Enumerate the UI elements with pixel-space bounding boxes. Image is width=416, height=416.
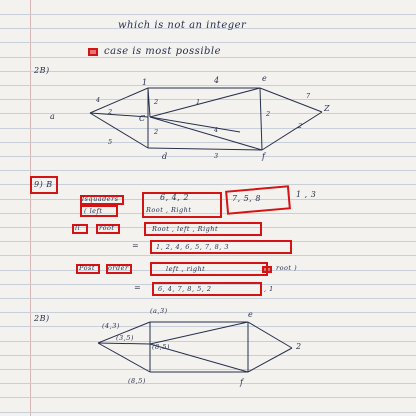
ruled-line [0, 99, 416, 100]
ruled-line [0, 284, 416, 285]
graph1-node-z: Z [324, 104, 331, 113]
note-text: root [99, 224, 115, 232]
redaction-box [88, 48, 98, 56]
graph1-weight: 2 [266, 110, 271, 118]
redaction-box [96, 224, 120, 234]
graph2-label: (8,5) [152, 343, 170, 351]
graph2-label: (8,5) [128, 377, 146, 385]
ruled-line [0, 312, 416, 313]
note-text: 7, 5, 8 [232, 194, 261, 203]
graph1-weight: 5 [108, 138, 113, 146]
ruled-line [0, 383, 416, 384]
ruled-line [0, 341, 416, 342]
ruled-line [0, 28, 416, 29]
equals-sign: = [134, 283, 142, 292]
question-label-2b-bottom: 2B) [34, 314, 50, 323]
graph1-weight: 4 [96, 96, 101, 104]
note-text: order [108, 264, 129, 272]
note-text: lsquaders [82, 195, 119, 203]
redaction-box [106, 264, 132, 274]
margin-line [30, 0, 31, 416]
note-text: 6, 4, 2 [160, 193, 189, 202]
note-text: Root , Right [146, 206, 192, 214]
note-text: root ) [276, 264, 298, 272]
graph1-weight: 4 [214, 126, 219, 134]
graph1-node-1: 1 [142, 78, 148, 87]
graph2-label: (a,3) [150, 307, 168, 315]
equals-sign: = [132, 241, 140, 250]
note-text: ( left [84, 207, 103, 215]
ruled-line [0, 227, 416, 228]
ruled-line [0, 255, 416, 256]
ruled-line [0, 199, 416, 200]
ruled-line [0, 14, 416, 15]
ruled-line [0, 170, 416, 171]
note-line-1: which is not an integer [118, 20, 247, 31]
graph1-weight: 2 [154, 98, 159, 106]
note-text: 1, 2, 4, 6, 5, 7, 8, 3 [156, 243, 230, 251]
graph1-node-c: C [139, 114, 146, 123]
highlight-box [150, 240, 292, 254]
note-text: 1 , 3 [296, 190, 317, 199]
graph2-label: (3,5) [116, 334, 134, 342]
note-text: ll [75, 224, 81, 232]
graph1-weight: 2 [108, 108, 113, 116]
redaction-box [262, 266, 272, 273]
ruled-line [0, 113, 416, 114]
question-label-2b: 2B) [34, 66, 50, 75]
note-text: Root , left , Right [152, 225, 219, 233]
ruled-line [0, 326, 416, 327]
graph1-node-4: 4 [214, 76, 220, 85]
ruled-line [0, 397, 416, 398]
graph2-node-e: e [248, 310, 254, 319]
ruled-line [0, 42, 416, 43]
ruled-line [0, 142, 416, 143]
ruled-line [0, 57, 416, 58]
question-label-box [30, 176, 58, 194]
highlight-box [152, 282, 262, 296]
graph1-weight: 2 [298, 122, 303, 130]
ruled-line [0, 128, 416, 129]
note-text: , 1 [264, 285, 274, 293]
ruled-line [0, 412, 416, 413]
graph1-node-e: e [262, 74, 268, 83]
ruled-line [0, 213, 416, 214]
note-text: left , right [166, 265, 206, 273]
graph1-weight: 1 [196, 98, 201, 106]
question-label-9b: 9) B [34, 180, 53, 189]
graph1-weight: 3 [214, 152, 219, 160]
ruled-line [0, 156, 416, 157]
ruled-line [0, 355, 416, 356]
ruled-line [0, 184, 416, 185]
graph1-node-f: f [262, 152, 266, 161]
ruled-line [0, 71, 416, 72]
redaction-box [76, 264, 100, 274]
ruled-line [0, 298, 416, 299]
redaction-box [80, 195, 124, 205]
graph1-node-d: d [162, 152, 168, 161]
note-text: 6, 4, 7, 8, 5, 2 [158, 285, 212, 293]
graph2-node-z: 2 [296, 342, 302, 351]
graph2-label: (4,3) [102, 322, 120, 330]
graph2-node-f: f [240, 378, 244, 387]
graph1-node-a: a [50, 112, 56, 121]
graph1-weight: 7 [306, 92, 311, 100]
highlight-box [144, 222, 262, 236]
note-text: Post [79, 264, 95, 272]
redaction-box [80, 205, 118, 217]
note-line-2: case is most possible [104, 46, 222, 57]
ruled-line [0, 85, 416, 86]
ruled-line [0, 270, 416, 271]
graph1-weight: 2 [154, 128, 159, 136]
redaction-box [72, 224, 88, 234]
highlight-box [142, 192, 222, 218]
ruled-line [0, 369, 416, 370]
